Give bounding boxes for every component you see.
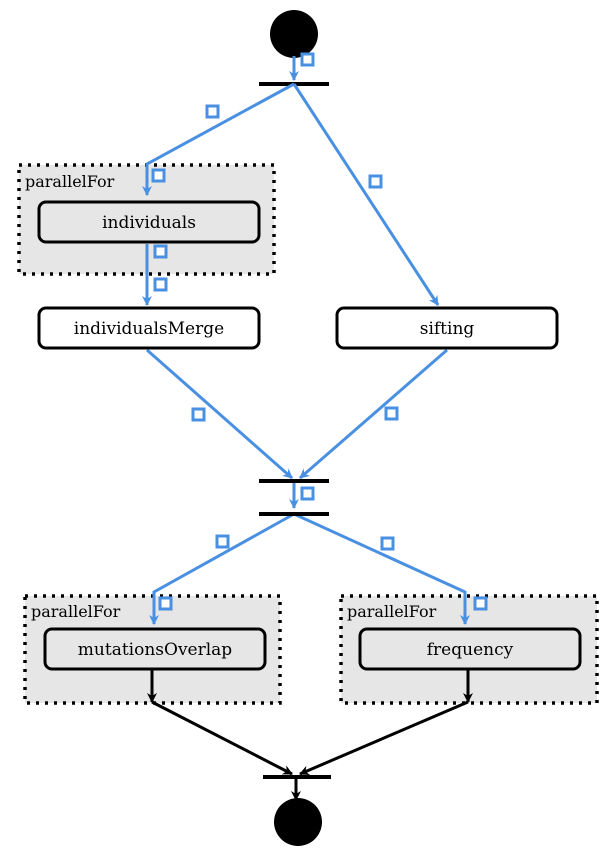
- container-label: parallelFor: [25, 172, 115, 191]
- end-node[interactable]: [274, 798, 322, 846]
- container-label: parallelFor: [347, 602, 437, 621]
- node-sifting[interactable]: sifting: [335, 306, 559, 350]
- node-label: sifting: [420, 319, 475, 339]
- start-node[interactable]: [270, 10, 318, 58]
- node-mutationsoverlap[interactable]: mutationsOverlap: [43, 627, 267, 671]
- node-label: individualsMerge: [74, 319, 224, 339]
- container-label: parallelFor: [31, 602, 121, 621]
- node-label: frequency: [427, 640, 514, 660]
- node-individuals[interactable]: individuals: [37, 200, 261, 244]
- node-label: individuals: [102, 213, 196, 233]
- node-frequency[interactable]: frequency: [358, 627, 582, 671]
- node-individualsmerge[interactable]: individualsMerge: [37, 306, 261, 350]
- control-edges: [147, 669, 473, 801]
- dataflow-edges: [142, 56, 470, 625]
- port-markers: [151, 52, 488, 611]
- node-label: mutationsOverlap: [78, 640, 233, 660]
